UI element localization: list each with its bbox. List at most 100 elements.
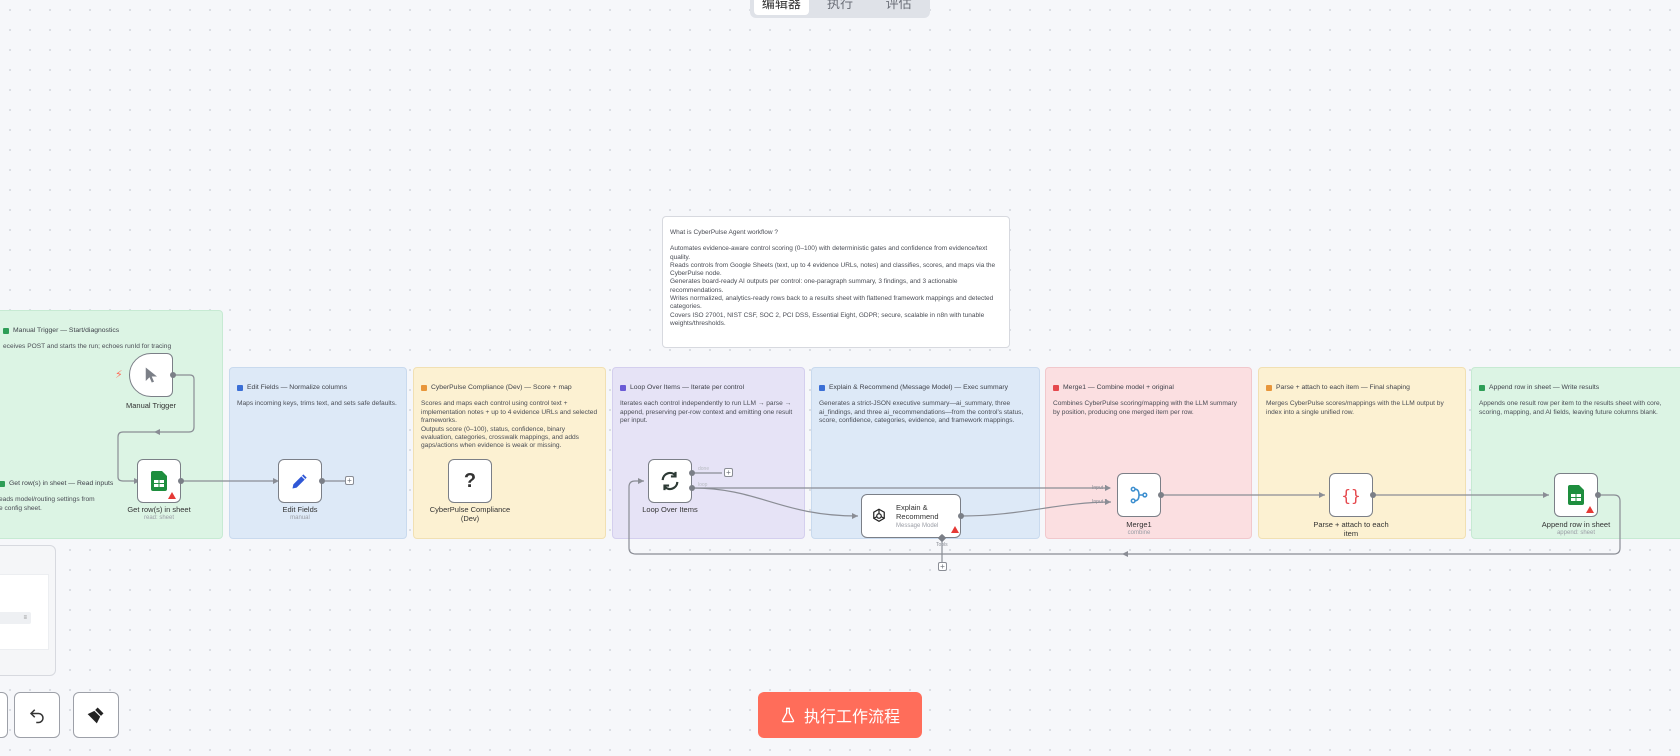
output-label-loop: loop	[698, 482, 708, 488]
node-output-loop-handle[interactable]	[689, 485, 695, 491]
undo-button[interactable]	[14, 692, 60, 738]
note-color-swatch	[1266, 385, 1272, 392]
node-output-handle[interactable]	[1370, 492, 1376, 498]
node-parse-attach[interactable]: {}	[1329, 473, 1373, 517]
node-label: Merge1	[1126, 520, 1152, 529]
sticky-title: CyberPulse Compliance (Dev) — Score + ma…	[431, 384, 572, 391]
output-label-done: done	[698, 466, 710, 472]
sticky-body: Scores and maps each control using contr…	[421, 400, 598, 450]
node-merge1[interactable]	[1117, 473, 1161, 517]
node-edit-fields[interactable]	[278, 459, 322, 503]
execute-workflow-button[interactable]: 执行工作流程	[758, 692, 922, 738]
node-label: Append row in sheet	[1541, 520, 1611, 529]
tab-executions[interactable]: 执行	[827, 0, 854, 11]
execute-workflow-label: 执行工作流程	[803, 709, 900, 726]
sticky-title: Explain & Recommend (Message Model) — Ex…	[829, 384, 1009, 391]
node-output-handle[interactable]	[958, 513, 964, 519]
node-cyberpulse-compliance[interactable]: ?	[448, 459, 492, 503]
warning-icon	[168, 492, 176, 499]
node-label: CyberPulse Compliance (Dev)	[429, 505, 511, 523]
sticky-title: Manual Trigger — Start/diagnostics	[13, 327, 120, 334]
google-sheets-icon	[151, 471, 167, 491]
node-label: Manual Trigger	[125, 401, 177, 410]
google-sheets-icon	[1568, 485, 1584, 505]
node-label: Parse + attach to each item	[1313, 520, 1389, 538]
warning-icon	[951, 526, 959, 533]
note-color-swatch	[1479, 385, 1485, 392]
node-output-handle[interactable]	[170, 372, 176, 378]
pencil-icon	[292, 474, 307, 489]
side-panel-chip[interactable]: ≡	[0, 612, 31, 624]
connection-explain-to-merge-input2	[961, 501, 1112, 517]
sticky-title: Edit Fields — Normalize columns	[247, 384, 348, 391]
sticky-note-explain[interactable]: Explain & Recommend (Message Model) — Ex…	[811, 367, 1040, 539]
node-subtitle: Message Model	[896, 523, 939, 529]
sticky-title: What is CyberPulse Agent workflow ?	[670, 229, 779, 236]
note-color-swatch	[620, 385, 626, 392]
sticky-body: eceives POST and starts the run; echoes …	[3, 343, 172, 351]
node-output-handle[interactable]	[1158, 492, 1164, 498]
add-node-button[interactable]: +	[345, 476, 354, 485]
node-subtitle: combine	[1127, 530, 1151, 536]
sticky-body: eads model/routing settings from e confi…	[0, 496, 95, 512]
sticky-note-cyberpulse[interactable]: CyberPulse Compliance (Dev) — Score + ma…	[413, 367, 606, 539]
sticky-body: Merges CyberPulse scores/mappings with t…	[1266, 400, 1444, 416]
node-manual-trigger[interactable]	[129, 353, 173, 397]
tab-evaluations[interactable]: 评估	[885, 0, 912, 11]
tools-label: Tools	[936, 542, 948, 548]
note-color-swatch	[237, 385, 243, 392]
node-subtitle: manual	[290, 515, 310, 521]
node-explain-recommend[interactable]: Explain & Recommend Message Model	[861, 494, 961, 538]
warning-icon	[1586, 506, 1594, 513]
node-label: Loop Over Items	[642, 505, 698, 514]
node-label: Explain & Recommend	[896, 503, 939, 521]
sticky-title: Merge1 — Combine model + original	[1063, 384, 1174, 391]
sticky-title: Get row(s) in sheet — Read inputs	[9, 480, 114, 487]
node-append-row[interactable]	[1554, 473, 1598, 517]
undo-icon	[29, 709, 44, 724]
sticky-body: Appends one result row per item to the r…	[1479, 400, 1662, 416]
sticky-body: Iterates each control independently to r…	[620, 400, 793, 425]
openai-icon	[873, 508, 885, 522]
note-color-swatch	[0, 481, 5, 488]
node-get-rows[interactable]	[137, 459, 181, 503]
sticky-title: Append row in sheet — Write results	[1489, 384, 1600, 391]
question-icon: ?	[463, 469, 477, 492]
node-output-handle[interactable]	[178, 478, 184, 484]
partial-control-button[interactable]	[0, 692, 8, 738]
sticky-note-edit-fields[interactable]: Edit Fields — Normalize columns Maps inc…	[229, 367, 407, 539]
node-subtitle: append: sheet	[1556, 530, 1596, 536]
input-label-1: Input 1	[1092, 485, 1108, 491]
side-panel[interactable]: ≡	[0, 545, 56, 676]
node-output-handle[interactable]	[319, 478, 325, 484]
node-output-handle[interactable]	[1595, 492, 1601, 498]
code-braces-icon: {}	[1341, 485, 1361, 505]
node-loop-over-items[interactable]	[648, 459, 692, 503]
sticky-title: Loop Over Items — Iterate per control	[630, 384, 745, 391]
node-label: Edit Fields	[282, 505, 318, 514]
broom-icon	[87, 707, 104, 724]
cursor-icon	[145, 367, 157, 383]
sticky-body: Automates evidence-aware control scoring…	[670, 245, 996, 327]
loop-icon	[661, 471, 679, 491]
connection-loop-to-explain	[691, 487, 859, 517]
note-color-swatch	[421, 385, 427, 392]
note-color-swatch	[1053, 385, 1059, 392]
merge-icon	[1130, 486, 1148, 504]
clear-execution-button[interactable]	[73, 692, 119, 738]
node-label: Get row(s) in sheet	[127, 505, 191, 514]
sticky-body: Generates a strict-JSON executive summar…	[819, 400, 1024, 425]
note-color-swatch	[819, 385, 825, 392]
sticky-title: Parse + attach to each item — Final shap…	[1276, 384, 1410, 391]
flask-icon	[781, 707, 795, 723]
add-tool-button[interactable]: +	[938, 562, 947, 571]
input-label-2: Input 2	[1092, 499, 1108, 505]
tab-editor[interactable]: 编辑器	[754, 0, 809, 15]
trigger-bolt-icon: ⚡	[115, 369, 123, 381]
sticky-note-trigger[interactable]: Manual Trigger — Start/diagnostics eceiv…	[0, 310, 223, 539]
sticky-note-loop[interactable]: Loop Over Items — Iterate per control It…	[612, 367, 805, 539]
node-output-done-handle[interactable]	[689, 470, 695, 476]
sticky-note-info[interactable]: What is CyberPulse Agent workflow ? Auto…	[662, 216, 1010, 348]
add-node-button[interactable]: +	[724, 468, 733, 477]
